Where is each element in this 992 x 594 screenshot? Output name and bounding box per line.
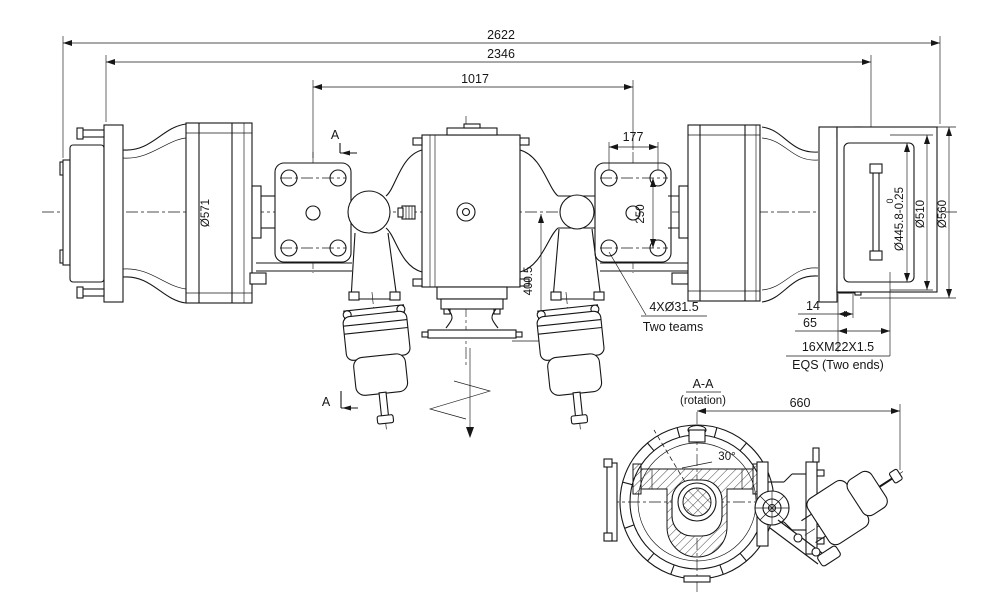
top-dimensions: 2622 2346 1017 (62, 28, 941, 160)
left-wheel-end: Ø571 (59, 122, 275, 304)
note-holes-sub: Two teams (643, 320, 703, 334)
dim-hub-offset-large: 65 (803, 316, 817, 330)
dim-flange-bolt-v: 250 (635, 204, 647, 223)
right-cam-boss (550, 194, 605, 301)
cam-angle-line (653, 429, 698, 503)
dim-hub-offset-small: 14 (806, 299, 820, 313)
dim-flange-bolt-h: 177 (623, 130, 644, 144)
dim-pilot-diameter: Ø445.8-0.25 (894, 187, 906, 251)
dim-overall-length: 2622 (487, 28, 515, 42)
dim-mounting-span: 2346 (487, 47, 515, 61)
left-flange-plate (249, 162, 352, 285)
section-subtitle: (rotation) (680, 395, 726, 407)
dim-chamber-reach: 660 (790, 396, 811, 410)
note-studs-sub: EQS (Two ends) (792, 358, 884, 372)
section-brake-chamber (801, 468, 904, 546)
section-marker-top: A (331, 128, 340, 142)
shaft-break-symbol (428, 348, 492, 438)
dim-pilot-tol-upper: 0 (885, 198, 895, 203)
flange-edge-view (603, 458, 618, 542)
differential-housing (385, 123, 595, 339)
dim-outer-diameter: Ø560 (937, 200, 949, 228)
left-cam-boss (347, 190, 416, 301)
note-holes: 4XØ31.5 (649, 300, 698, 314)
note-studs: 16XM22X1.5 (802, 340, 874, 354)
right-diameter-dimensions: 0 Ø445.8-0.25 Ø510 Ø560 (841, 126, 956, 299)
right-flange-plate: 177 250 4XØ31.5 Two teams (594, 130, 707, 334)
dim-rim-diameter: Ø510 (915, 200, 927, 228)
dim-drop-center: 400.5 (523, 267, 535, 296)
dim-cam-angle: 30° (718, 451, 735, 463)
section-cut-markers: A A (322, 128, 358, 411)
dim-spring-seat-span: 1017 (461, 72, 489, 86)
section-marker-bottom: A (322, 395, 331, 409)
section-view-aa: A-A (rotation) 660 30° (603, 377, 904, 592)
dim-drum-diameter: Ø571 (200, 199, 212, 227)
section-title: A-A (693, 377, 715, 391)
right-wheel-end (668, 124, 938, 303)
hub-offset-dimensions: 14 65 16XM22X1.5 EQS (Two ends) (786, 272, 891, 372)
